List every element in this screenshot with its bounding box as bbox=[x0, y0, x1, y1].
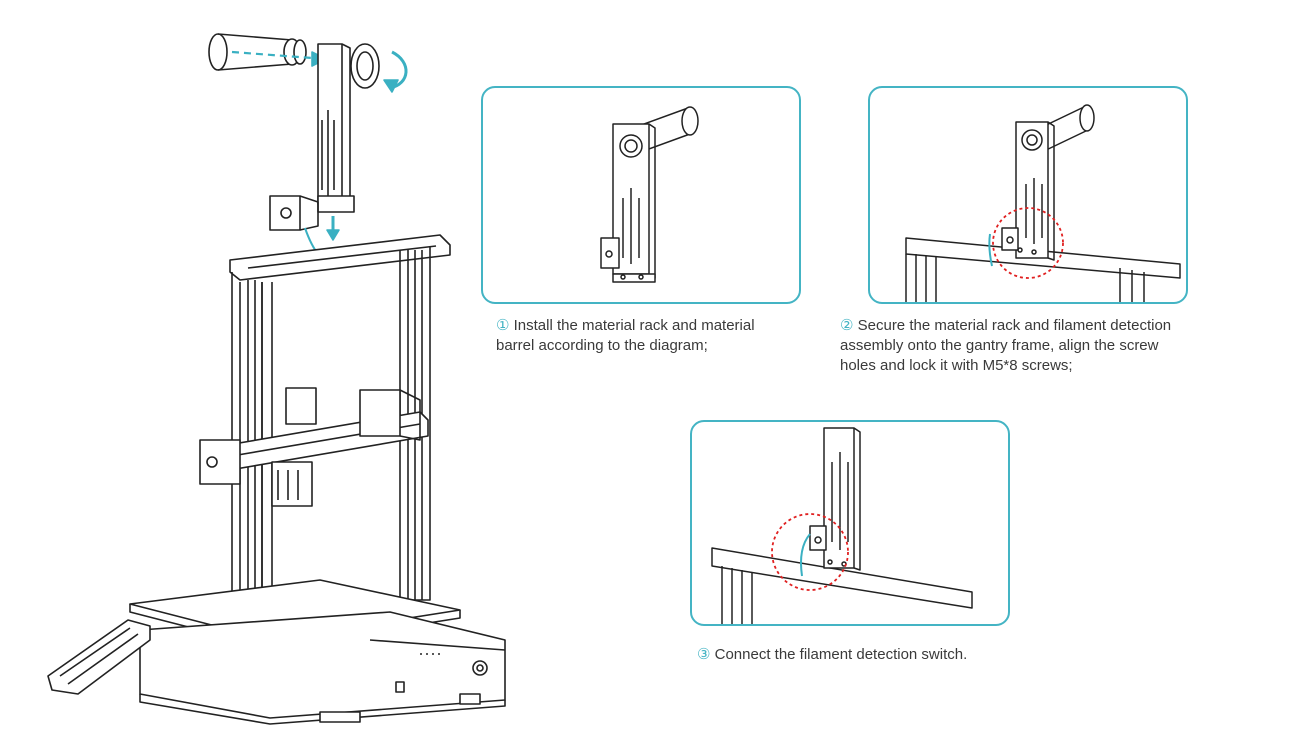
step-1-panel bbox=[481, 86, 801, 304]
step-3-caption: ③ Connect the filament detection switch. bbox=[697, 645, 967, 665]
insert-arrow-icon bbox=[231, 50, 327, 67]
control-screen bbox=[47, 619, 151, 695]
step-1-text-line: barrel according to the diagram; bbox=[496, 337, 708, 354]
step-2-caption: ② Secure the material rack and filament … bbox=[840, 316, 1171, 376]
step-2-text-line: holes and lock it with M5*8 screws; bbox=[840, 357, 1073, 374]
switch-highlight-circle bbox=[771, 513, 849, 591]
step-2-illustration bbox=[905, 104, 1181, 302]
step-1-text-line: Install the material rack and material bbox=[513, 317, 755, 334]
step-3-number: ③ bbox=[697, 646, 711, 663]
material-rack bbox=[317, 43, 355, 213]
lock-nut bbox=[350, 43, 380, 89]
step-1-number: ① bbox=[496, 317, 510, 334]
printer-illustration bbox=[47, 33, 506, 725]
step-3-text-line: Connect the filament detection switch. bbox=[714, 646, 968, 663]
screw-highlight-circle bbox=[992, 207, 1064, 279]
spool-barrel bbox=[208, 33, 307, 71]
x-axis-beam bbox=[199, 387, 429, 507]
filament-detector bbox=[269, 195, 319, 231]
step-2-number: ② bbox=[840, 317, 854, 334]
step-2-panel bbox=[868, 86, 1188, 304]
gantry-frame bbox=[229, 234, 451, 661]
step-2-text-line: assembly onto the gantry frame, align th… bbox=[840, 337, 1159, 354]
step-1-illustration bbox=[600, 106, 699, 283]
step-2-text-line: Secure the material rack and filament de… bbox=[857, 317, 1172, 334]
step-1-caption: ① Install the material rack and material… bbox=[496, 316, 755, 356]
printer-base bbox=[139, 611, 506, 725]
step-3-illustration bbox=[711, 427, 973, 624]
step-3-panel bbox=[690, 420, 1010, 626]
